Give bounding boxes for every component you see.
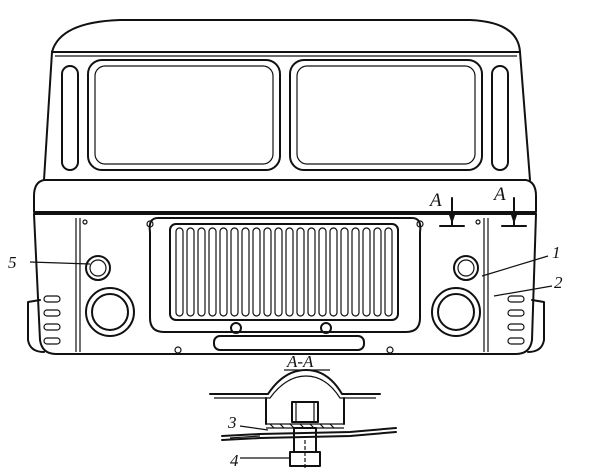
callout-1: 1 [552, 243, 561, 262]
callout-5: 5 [8, 253, 17, 272]
radiator-grille [148, 217, 422, 334]
callout-4: 4 [230, 451, 239, 470]
grille-slat [186, 227, 195, 317]
grille-slat [373, 227, 382, 317]
grille-slat [252, 227, 261, 317]
side-lights [85, 255, 479, 281]
callout-2: 2 [554, 273, 563, 292]
grille-slat [208, 227, 217, 317]
callout-3: 3 [227, 413, 237, 432]
front-panel [27, 179, 545, 355]
headlights [85, 287, 481, 337]
grille-slat [197, 227, 206, 317]
cab-upper-body [43, 19, 531, 181]
callout-leaders [29, 255, 553, 297]
section-detail [209, 369, 397, 470]
side-pillar-windows [61, 65, 509, 171]
section-title: A-A [286, 352, 314, 371]
grille-slat [274, 227, 283, 317]
grille-slat [318, 227, 327, 317]
grille-slat [351, 227, 360, 317]
section-markers [439, 197, 527, 227]
section-mark-right: A [492, 184, 506, 205]
vent-slots [43, 295, 525, 345]
grille-slat [219, 227, 228, 317]
windshield [87, 59, 483, 171]
grille-slats [175, 227, 393, 317]
grille-slat [329, 227, 338, 317]
grille-slat [384, 227, 393, 317]
grille-slat [230, 227, 239, 317]
grille-slat [296, 227, 305, 317]
section-mark-left: A [428, 190, 442, 211]
grille-slat [263, 227, 272, 317]
grille-slat [241, 227, 250, 317]
grille-slat [340, 227, 349, 317]
grille-slat [175, 227, 184, 317]
grille-slat [362, 227, 371, 317]
grille-slat [285, 227, 294, 317]
grille-slat [307, 227, 316, 317]
